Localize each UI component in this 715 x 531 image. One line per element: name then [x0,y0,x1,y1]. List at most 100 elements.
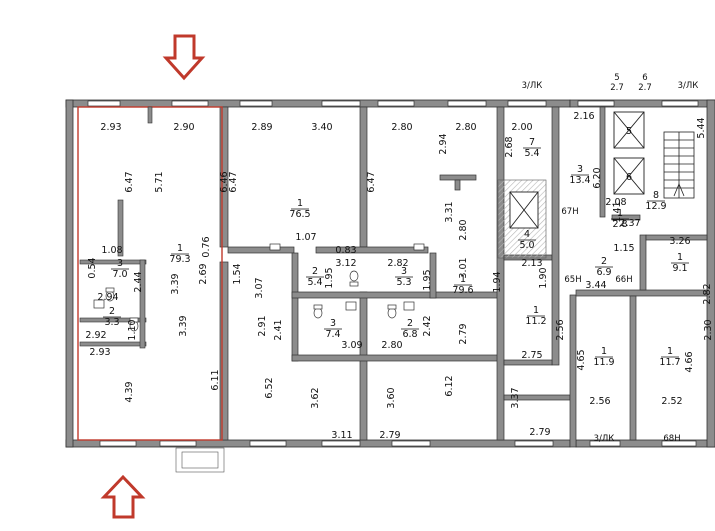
room-area: 79.6 [452,285,473,296]
wall-room-11-7-west [629,295,637,441]
room-label[interactable]: 23.3 [103,306,121,328]
area-label: 66Н [615,275,632,285]
dimension-label: 6.12 [444,375,455,396]
shaft-number: 5 [626,126,632,137]
dimension-label: 3.37 [510,387,521,408]
room-number: 1 [601,346,607,357]
room-number: 3 [577,164,583,175]
dimension-label: 1.54 [232,263,243,284]
dimension-label: 2.52 [661,396,682,407]
dimension-label: 2.79 [379,430,400,441]
room-label[interactable]: 19.1 [671,252,689,274]
room-number: 2 [601,256,607,267]
room-label[interactable]: 12.8 [611,208,629,230]
area-label: 3/ЛК [522,81,543,91]
wall-unit-a-east-lower [219,261,229,441]
dimension-label: 2.80 [391,122,412,133]
room-label[interactable]: 75.4 [523,137,541,159]
north-wall-west [65,99,571,108]
dimension-label: 6.46 [219,171,230,192]
toilet-icon [313,304,323,319]
toilet-icon [349,270,359,287]
dimension-label: 5.44 [696,117,707,138]
dimension-label: 2.90 [173,122,194,133]
room-label[interactable]: 25.4 [306,266,324,288]
shaft-number: 6 [626,172,632,183]
room-labels: 179.3176.5179.625.435.337.426.837.023.31… [103,73,698,444]
room-label[interactable]: 179.6 [452,274,473,296]
dimension-label: 2.75 [521,350,542,361]
sink-icon [345,301,357,311]
dimension-label: 2.79 [458,323,469,344]
room-label[interactable]: 35.3 [395,266,413,288]
east-wall [706,99,715,448]
wall-wet-block-bottom [291,354,503,362]
wall-unit-b-east-lower [359,291,368,441]
room-label[interactable]: 176.5 [289,198,310,220]
sink-icon [269,243,281,251]
room-area: 11.9 [593,357,614,368]
room-area: 5.3 [396,277,411,288]
toilet-icon [105,287,115,302]
room-number: 2 [109,306,115,317]
dimension-label: 2.41 [273,319,284,340]
room-label[interactable]: 179.3 [169,243,190,265]
room-number: 1 [533,305,539,316]
wall-corridor-bc [315,246,429,254]
dimension-label: 3.39 [178,315,189,336]
dimension-label: 1.95 [324,267,335,288]
dimension-label: 1.10 [127,319,138,340]
room-area: 2.8 [612,219,627,230]
dimension-label: 2.08 [605,197,626,208]
wall-unit-a-east [219,106,229,248]
dimension-label: 3.31 [444,201,455,222]
dimension-label: 2.56 [555,319,566,340]
staircase-icon [663,131,695,199]
toilet-icon [387,304,397,319]
wall-room-2-8 [611,214,641,221]
dimension-label: 3.26 [669,236,690,247]
room-label[interactable]: 26.9 [595,256,613,278]
room-label[interactable]: 812.9 [645,190,666,212]
dimension-label: 6.52 [264,377,275,398]
room-label[interactable]: 111.9 [593,346,614,368]
room-area: 11.2 [525,316,546,327]
partition-c [439,174,477,181]
room-label[interactable]: 313.4 [569,164,590,186]
room-label[interactable]: 26.8 [401,318,419,340]
partition-c-stub [454,179,461,191]
room-label[interactable]: 37.4 [324,318,342,340]
dimension-label: 2.89 [251,122,272,133]
south-wall [65,439,571,448]
room-label[interactable]: 111.2 [525,305,546,327]
entrance-arrow-icon[interactable] [100,474,146,519]
dimension-label: 2.00 [511,122,532,133]
room-number: 1 [617,208,623,219]
elevator-icon [613,111,645,149]
dimension-label: 0.83 [335,245,356,256]
dimension-label: 2.56 [589,396,610,407]
room-area: 5.0 [519,240,534,251]
dimension-label: 2.44 [133,271,144,292]
dimension-label: 2.13 [521,258,542,269]
room-area: 76.5 [289,209,310,220]
room-area: 7.0 [112,269,127,280]
entrance-arrow-icon[interactable] [162,34,206,81]
dimension-label: 2.16 [573,111,594,122]
room-area: 13.4 [569,175,590,186]
room-area: 7.4 [325,329,340,340]
dimension-label: 2.93 [89,347,110,358]
level-height: 2.7 [610,83,624,93]
elevator-icon [509,191,539,229]
room-number: 8 [653,190,659,201]
wall-unit-c-east [496,106,505,441]
room-number: 3 [401,266,407,277]
dimension-label: 2.79 [529,427,550,438]
room-label[interactable]: 111.7 [659,346,680,368]
dimension-label: 1.15 [613,243,634,254]
sink-icon [93,299,105,309]
room-number: 1 [667,346,673,357]
room-label[interactable]: 37.0 [111,258,129,280]
room-label[interactable]: 45.0 [518,229,536,251]
